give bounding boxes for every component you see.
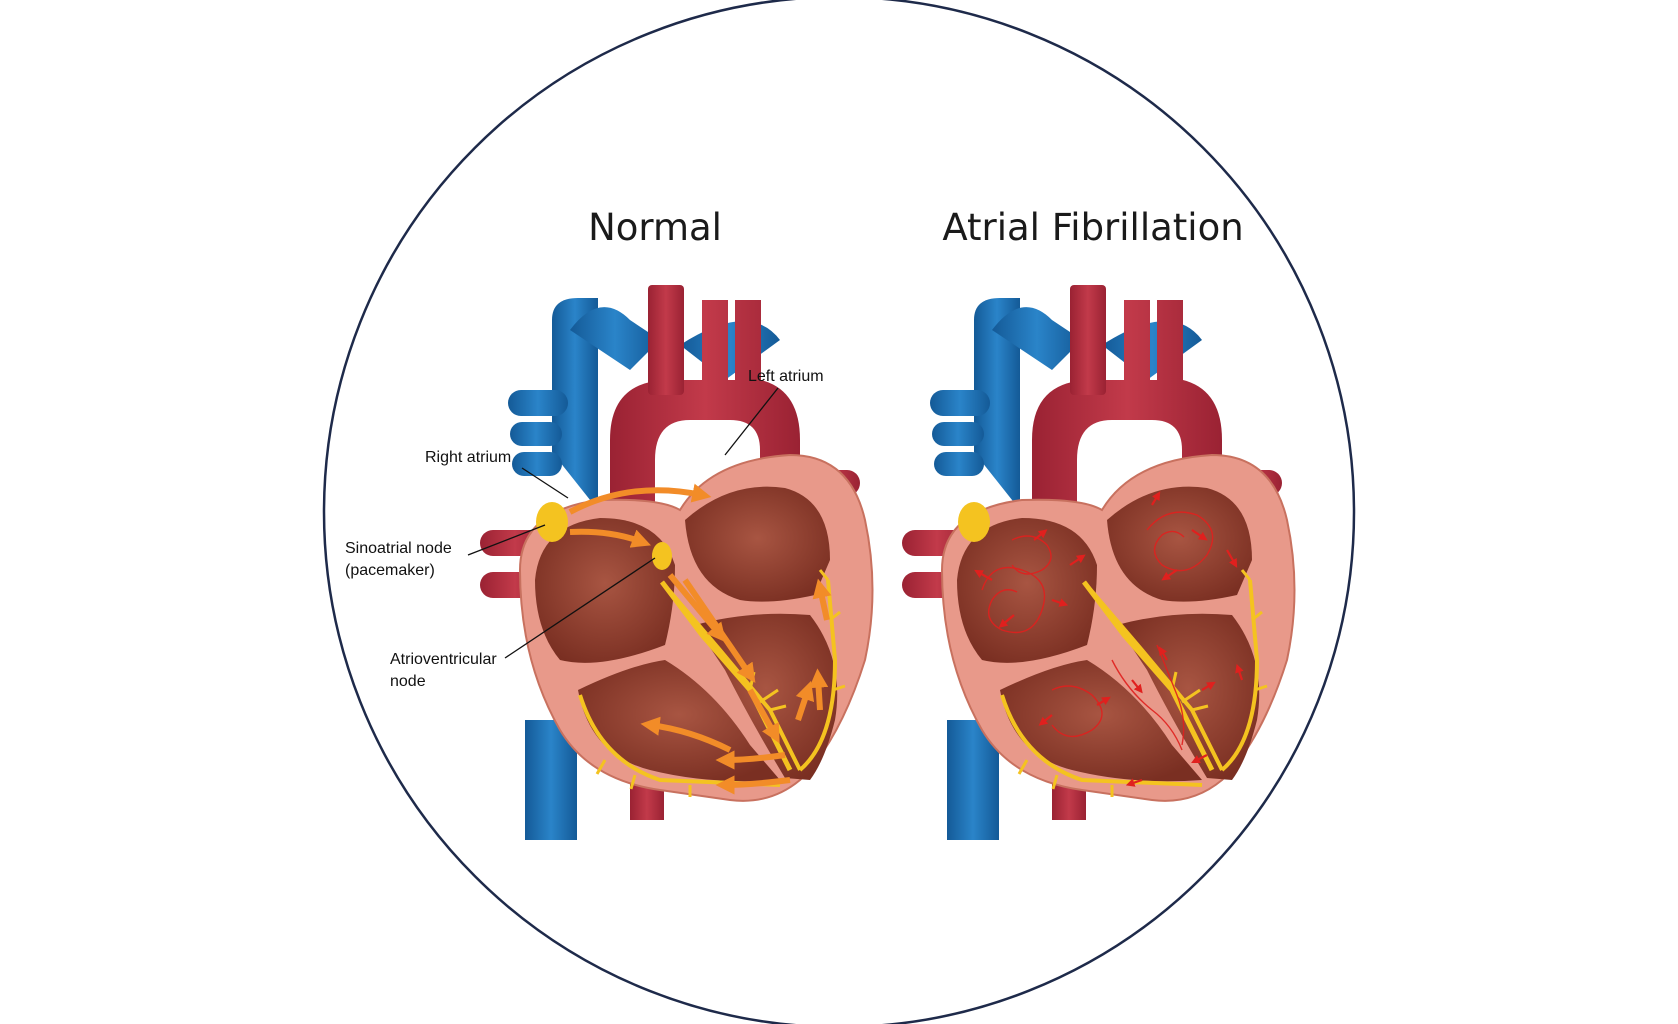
leader-left-atrium [724,387,779,456]
chaotic-arrows [974,491,1244,787]
normal-conduction-arrows [568,483,832,795]
av-node [652,542,672,570]
normal-heart [480,285,873,840]
label-left-atrium: Left atrium [748,368,824,385]
afib-sa-node [958,502,990,542]
label-right-atrium: Right atrium [425,449,511,466]
title-normal: Normal [588,206,722,249]
leader-av-node [504,557,656,659]
afib-heart [902,285,1295,840]
label-av-node-line1: Atrioventricular [390,651,497,668]
chaotic-impulses [981,511,1214,751]
label-av-node-line2: node [390,673,426,690]
leader-sa-node [467,524,546,556]
label-sa-node-line1: Sinoatrial node [345,540,452,557]
sa-node [536,502,568,542]
label-sa-node-line2: (pacemaker) [345,562,435,579]
title-atrial-fibrillation: Atrial Fibrillation [942,206,1243,249]
leader-right-atrium [521,467,569,499]
